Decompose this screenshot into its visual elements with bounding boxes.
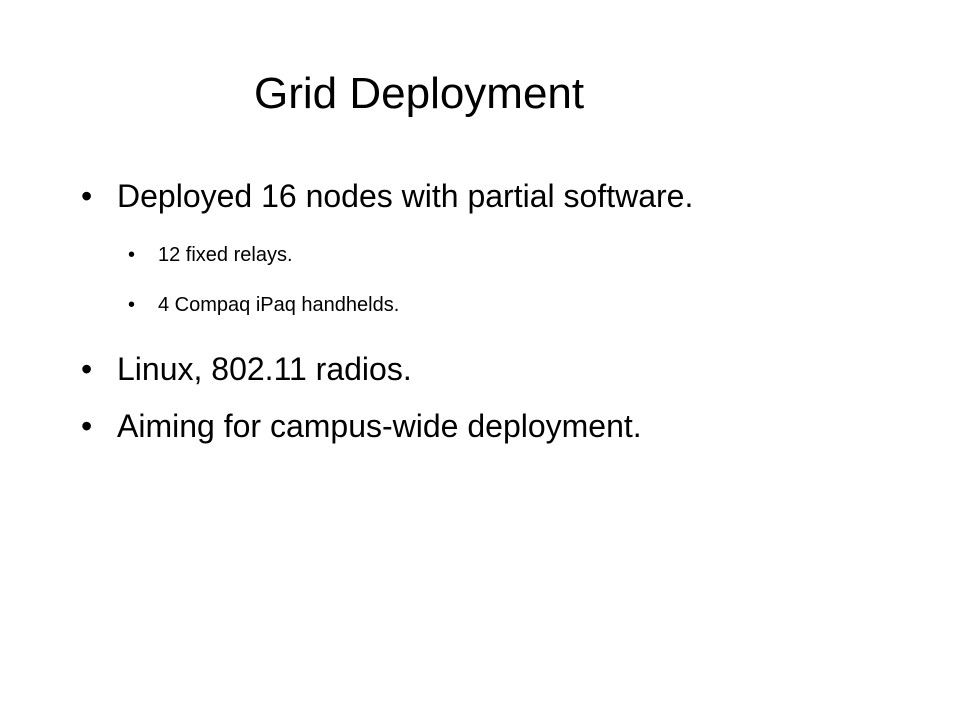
bullet-text: 12 fixed relays.: [158, 244, 293, 266]
bullet-glyph: •: [81, 178, 93, 214]
bullet-text: Linux, 802.11 radios.: [117, 351, 412, 387]
bullet-glyph: •: [81, 351, 93, 387]
bullet-item: • Deployed 16 nodes with partial softwar…: [81, 176, 694, 216]
bullet-text: Deployed 16 nodes with partial software.: [117, 178, 694, 214]
bullet-text: 4 Compaq iPaq handhelds.: [158, 294, 400, 316]
bullet-glyph: •: [81, 408, 93, 444]
bullet-glyph: •: [128, 294, 136, 316]
sub-bullet-item: • 12 fixed relays.: [128, 242, 293, 268]
bullet-item: • Linux, 802.11 radios.: [81, 349, 412, 389]
sub-bullet-item: • 4 Compaq iPaq handhelds.: [128, 292, 400, 318]
slide-title: Grid Deployment: [254, 69, 585, 118]
bullet-text: Aiming for campus-wide deployment.: [117, 408, 642, 444]
bullet-glyph: •: [128, 244, 136, 266]
bullet-item: • Aiming for campus-wide deployment.: [81, 406, 642, 446]
